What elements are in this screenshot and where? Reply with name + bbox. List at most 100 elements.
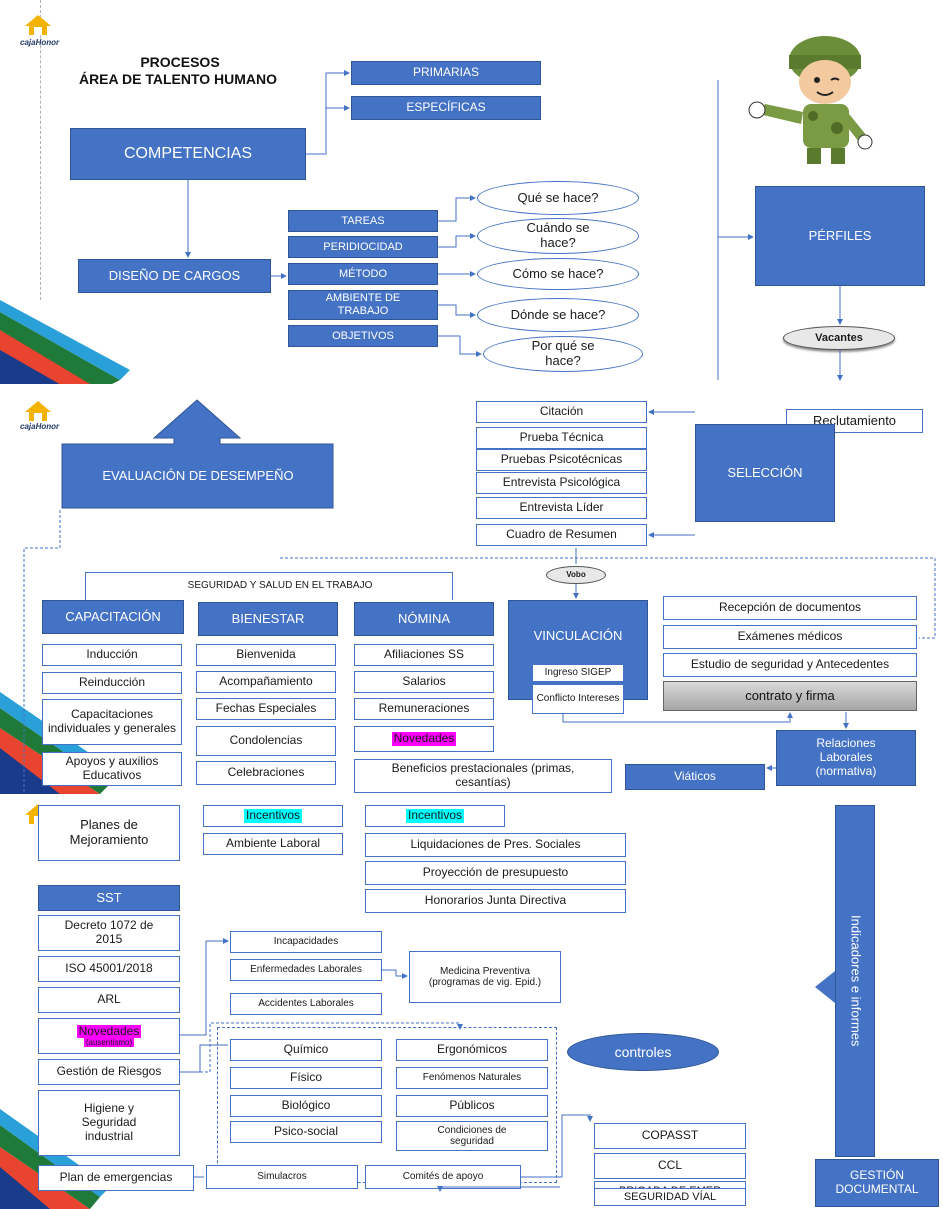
sst-box: SST xyxy=(38,885,180,911)
donde-ellipse: Dónde se hace? xyxy=(477,298,639,332)
objetivos-box: OBJETIVOS xyxy=(288,325,438,347)
ingreso-sigep-box: Ingreso SIGEP xyxy=(532,664,624,682)
simulacros-box: Simulacros xyxy=(206,1165,358,1189)
accidentes-box: Accidentes Laborales xyxy=(230,993,382,1015)
plan-emergencias-box: Plan de emergencias xyxy=(38,1165,194,1191)
panel-procesos: cajaHonor PROCESOS ÁREA DE TALENTO HUMAN… xyxy=(0,0,943,384)
relaciones-box: Relaciones Laborales (normativa) xyxy=(776,730,916,786)
nomina-box: NÓMINA xyxy=(354,602,494,636)
novedades-sst-box: Novedades (ausentismo) xyxy=(38,1018,180,1054)
house-logo-icon xyxy=(25,401,51,421)
honorarios-box: Honorarios Junta Directiva xyxy=(365,889,626,913)
title-line2: ÁREA DE TALENTO HUMANO xyxy=(78,71,278,87)
vacantes-ellipse: Vacantes xyxy=(783,326,895,350)
cap-item-apoyos: Apoyos y auxilios Educativos xyxy=(42,752,182,786)
cap-item-induccion: Inducción xyxy=(42,644,182,666)
indicadores-label: Indicadores e informes xyxy=(848,915,864,1047)
condiciones-box: Condiciones de seguridad xyxy=(396,1121,548,1151)
incapacidades-box: Incapacidades xyxy=(230,931,382,953)
bien-item-condolencias: Condolencias xyxy=(196,726,336,756)
bien-item-celebraciones: Celebraciones xyxy=(196,761,336,785)
panel-sst: Planes de Mejoramiento Incentivos Ambien… xyxy=(0,797,943,1209)
novedades-highlight: Novedades xyxy=(391,731,457,746)
cuando-ellipse: Cuándo se hace? xyxy=(477,218,639,254)
biologico-box: Biológico xyxy=(230,1095,382,1117)
seleccion-box: SELECCIÓN xyxy=(695,424,835,522)
title-line1: PROCESOS xyxy=(140,54,220,70)
bienestar-box: BIENESTAR xyxy=(198,602,338,636)
perfiles-box: PÉRFILES xyxy=(755,186,925,286)
entrevista-lider-box: Entrevista Líder xyxy=(476,497,647,519)
examenes-box: Exámenes médicos xyxy=(663,625,917,649)
como-ellipse: Cómo se hace? xyxy=(477,258,639,290)
sst-header: SEGURIDAD Y SALUD EN EL TRABAJO xyxy=(120,578,440,594)
vinculacion-label: VINCULACIÓN xyxy=(533,628,623,643)
gestion-documental-box: GESTIÓN DOCUMENTAL xyxy=(815,1159,939,1207)
incentivos2-highlight: Incentivos xyxy=(405,808,465,823)
especificas-box: ESPECÍFICAS xyxy=(351,96,541,120)
indicadores-arrow-icon xyxy=(815,971,835,1003)
metodo-box: MÉTODO xyxy=(288,263,438,285)
cap-item-capacitaciones: Capacitaciones individuales y generales xyxy=(42,699,182,745)
panel-seleccion: cajaHonor EVALUACIÓN DE DESEMPEÑO Citaci… xyxy=(0,388,943,794)
nom-item-afiliaciones: Afiliaciones SS xyxy=(354,644,494,666)
contrato-box: contrato y firma xyxy=(663,681,917,711)
entrevista-psico-box: Entrevista Psicológica xyxy=(476,472,647,494)
incentivos1-highlight: Incentivos xyxy=(243,808,303,823)
ergonomicos-box: Ergonómicos xyxy=(396,1039,548,1061)
medicina-box: Medicina Preventiva (programas de vig. E… xyxy=(409,951,561,1003)
corner-stripes xyxy=(0,300,130,384)
decreto-box: Decreto 1072 de 2015 xyxy=(38,915,180,951)
nom-item-novedades: Novedades xyxy=(354,726,494,752)
porque-ellipse: Por qué se hace? xyxy=(483,336,643,372)
ambiente-box: AMBIENTE DE TRABAJO xyxy=(288,290,438,320)
evaluacion-label: EVALUACIÓN DE DESEMPEÑO xyxy=(102,467,294,483)
periodicidad-box: PERIDIOCIDAD xyxy=(288,236,438,258)
enfermedades-box: Enfermedades Laborales xyxy=(230,959,382,981)
prueba-tecnica-box: Prueba Técnica xyxy=(476,427,647,449)
viaticos-box: Viáticos xyxy=(625,764,765,790)
conflicto-box: Conflicto Intereses xyxy=(532,684,624,714)
incentivos1-box: Incentivos xyxy=(203,805,343,827)
fenomenos-box: Fenómenos Naturales xyxy=(396,1067,548,1089)
seguridad-vial-box: SEGURIDAD VÍAL xyxy=(594,1188,746,1206)
ausentismo-highlight: (ausentismo) xyxy=(83,1038,135,1048)
cap-item-reinduccion: Reinducción xyxy=(42,672,182,694)
psicosocial-box: Psico-social xyxy=(230,1121,382,1143)
capacitacion-box: CAPACITACIÓN xyxy=(42,600,184,634)
copasst-box: COPASST xyxy=(594,1123,746,1149)
recepcion-box: Recepción de documentos xyxy=(663,596,917,620)
competencias-box: COMPETENCIAS xyxy=(70,128,306,180)
que-ellipse: Qué se hace? xyxy=(477,181,639,215)
beneficios-box: Beneficios prestacionales (primas, cesan… xyxy=(354,759,612,793)
incentivos2-box: Incentivos xyxy=(365,805,505,827)
primarias-box: PRIMARIAS xyxy=(351,61,541,85)
tareas-box: TAREAS xyxy=(288,210,438,232)
proyeccion-box: Proyección de presupuesto xyxy=(365,861,626,885)
gestion-riesgos-box: Gestión de Riesgos xyxy=(38,1059,180,1085)
novedades-sst-highlight: Novedades xyxy=(76,1023,142,1039)
citacion-box: Citación xyxy=(476,401,647,423)
logo-text: cajaHonor xyxy=(20,38,60,47)
bien-item-fechas: Fechas Especiales xyxy=(196,698,336,720)
pruebas-psico-box: Pruebas Psicotécnicas xyxy=(476,449,647,471)
publicos-box: Públicos xyxy=(396,1095,548,1117)
arl-box: ARL xyxy=(38,987,180,1013)
ambiente-laboral-box: Ambiente Laboral xyxy=(203,833,343,855)
house-logo-icon xyxy=(25,15,51,35)
bien-item-bienvenida: Bienvenida xyxy=(196,644,336,666)
dashed-border-left xyxy=(40,0,41,300)
bien-item-acompanamiento: Acompañamiento xyxy=(196,671,336,693)
higiene-box: Higiene y Seguridad industrial xyxy=(38,1090,180,1156)
ccl-box: CCL xyxy=(594,1153,746,1179)
comites-box: Comités de apoyo xyxy=(365,1165,521,1189)
cuadro-resumen-box: Cuadro de Resumen xyxy=(476,524,647,546)
planes-box: Planes de Mejoramiento xyxy=(38,805,180,861)
controles-ellipse: controles xyxy=(567,1033,719,1071)
indicadores-box: Indicadores e informes xyxy=(835,805,875,1157)
evaluacion-arrow-shape xyxy=(61,399,334,509)
liquidaciones-box: Liquidaciones de Pres. Sociales xyxy=(365,833,626,857)
nom-item-salarios: Salarios xyxy=(354,671,494,693)
nom-item-remuneraciones: Remuneraciones xyxy=(354,698,494,720)
fisico-box: Físico xyxy=(230,1067,382,1089)
